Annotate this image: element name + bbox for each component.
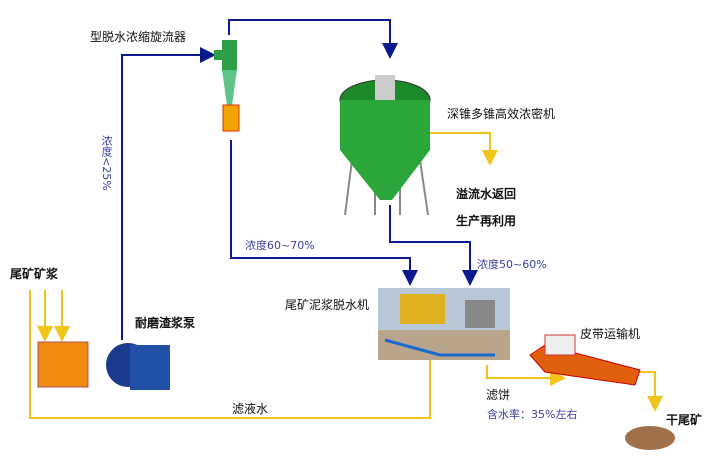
overflow-label-1: 溢流水返回: [456, 187, 517, 201]
belt-conveyor-label: 皮带运输机: [580, 327, 641, 341]
dewatering-machine-label: 尾矿泥浆脱水机: [285, 298, 370, 312]
tailings-tank-icon: [37, 341, 89, 388]
moisture-label: 含水率：35%左右: [487, 408, 578, 421]
conveyor-discharge-line: [640, 371, 663, 412]
pump-to-cyclone-line: [121, 47, 216, 340]
filtrate-label: 滤液水: [232, 402, 269, 416]
filter-cake-line: [486, 365, 566, 386]
dry-tailings-pile-icon: [625, 426, 675, 450]
tailings-slurry-label: 尾矿矿浆: [10, 267, 59, 281]
cyclone-label: 型脱水浓缩旋流器: [90, 30, 187, 44]
pump-label: 耐磨渣浆泵: [135, 316, 196, 330]
dewatering-machine-icon: [378, 288, 510, 360]
thickener-icon: [339, 75, 431, 216]
cyclone-to-thickener-line: [228, 19, 398, 59]
filtrate-line: [29, 290, 431, 419]
overflow-label-2: 生产再利用: [456, 214, 517, 228]
belt-conveyor-icon: [529, 334, 641, 386]
filter-cake-label: 滤饼: [486, 388, 511, 402]
thickener-underflow-line: [389, 205, 478, 286]
overflow-line: [430, 132, 498, 166]
thickener-label: 深锥多锥高效浓密机: [447, 107, 556, 121]
concentration-lt25-label: 浓度<25%: [100, 135, 113, 191]
concentration-50-60-label: 浓度50~60%: [477, 258, 547, 271]
concentration-60-70-label: 浓度60~70%: [245, 239, 315, 252]
cyclone-icon: [214, 40, 240, 132]
slurry-pump-icon: [106, 343, 170, 390]
dry-tailings-label: 干尾矿: [666, 413, 703, 427]
cyclone-underflow-line: [230, 140, 418, 286]
